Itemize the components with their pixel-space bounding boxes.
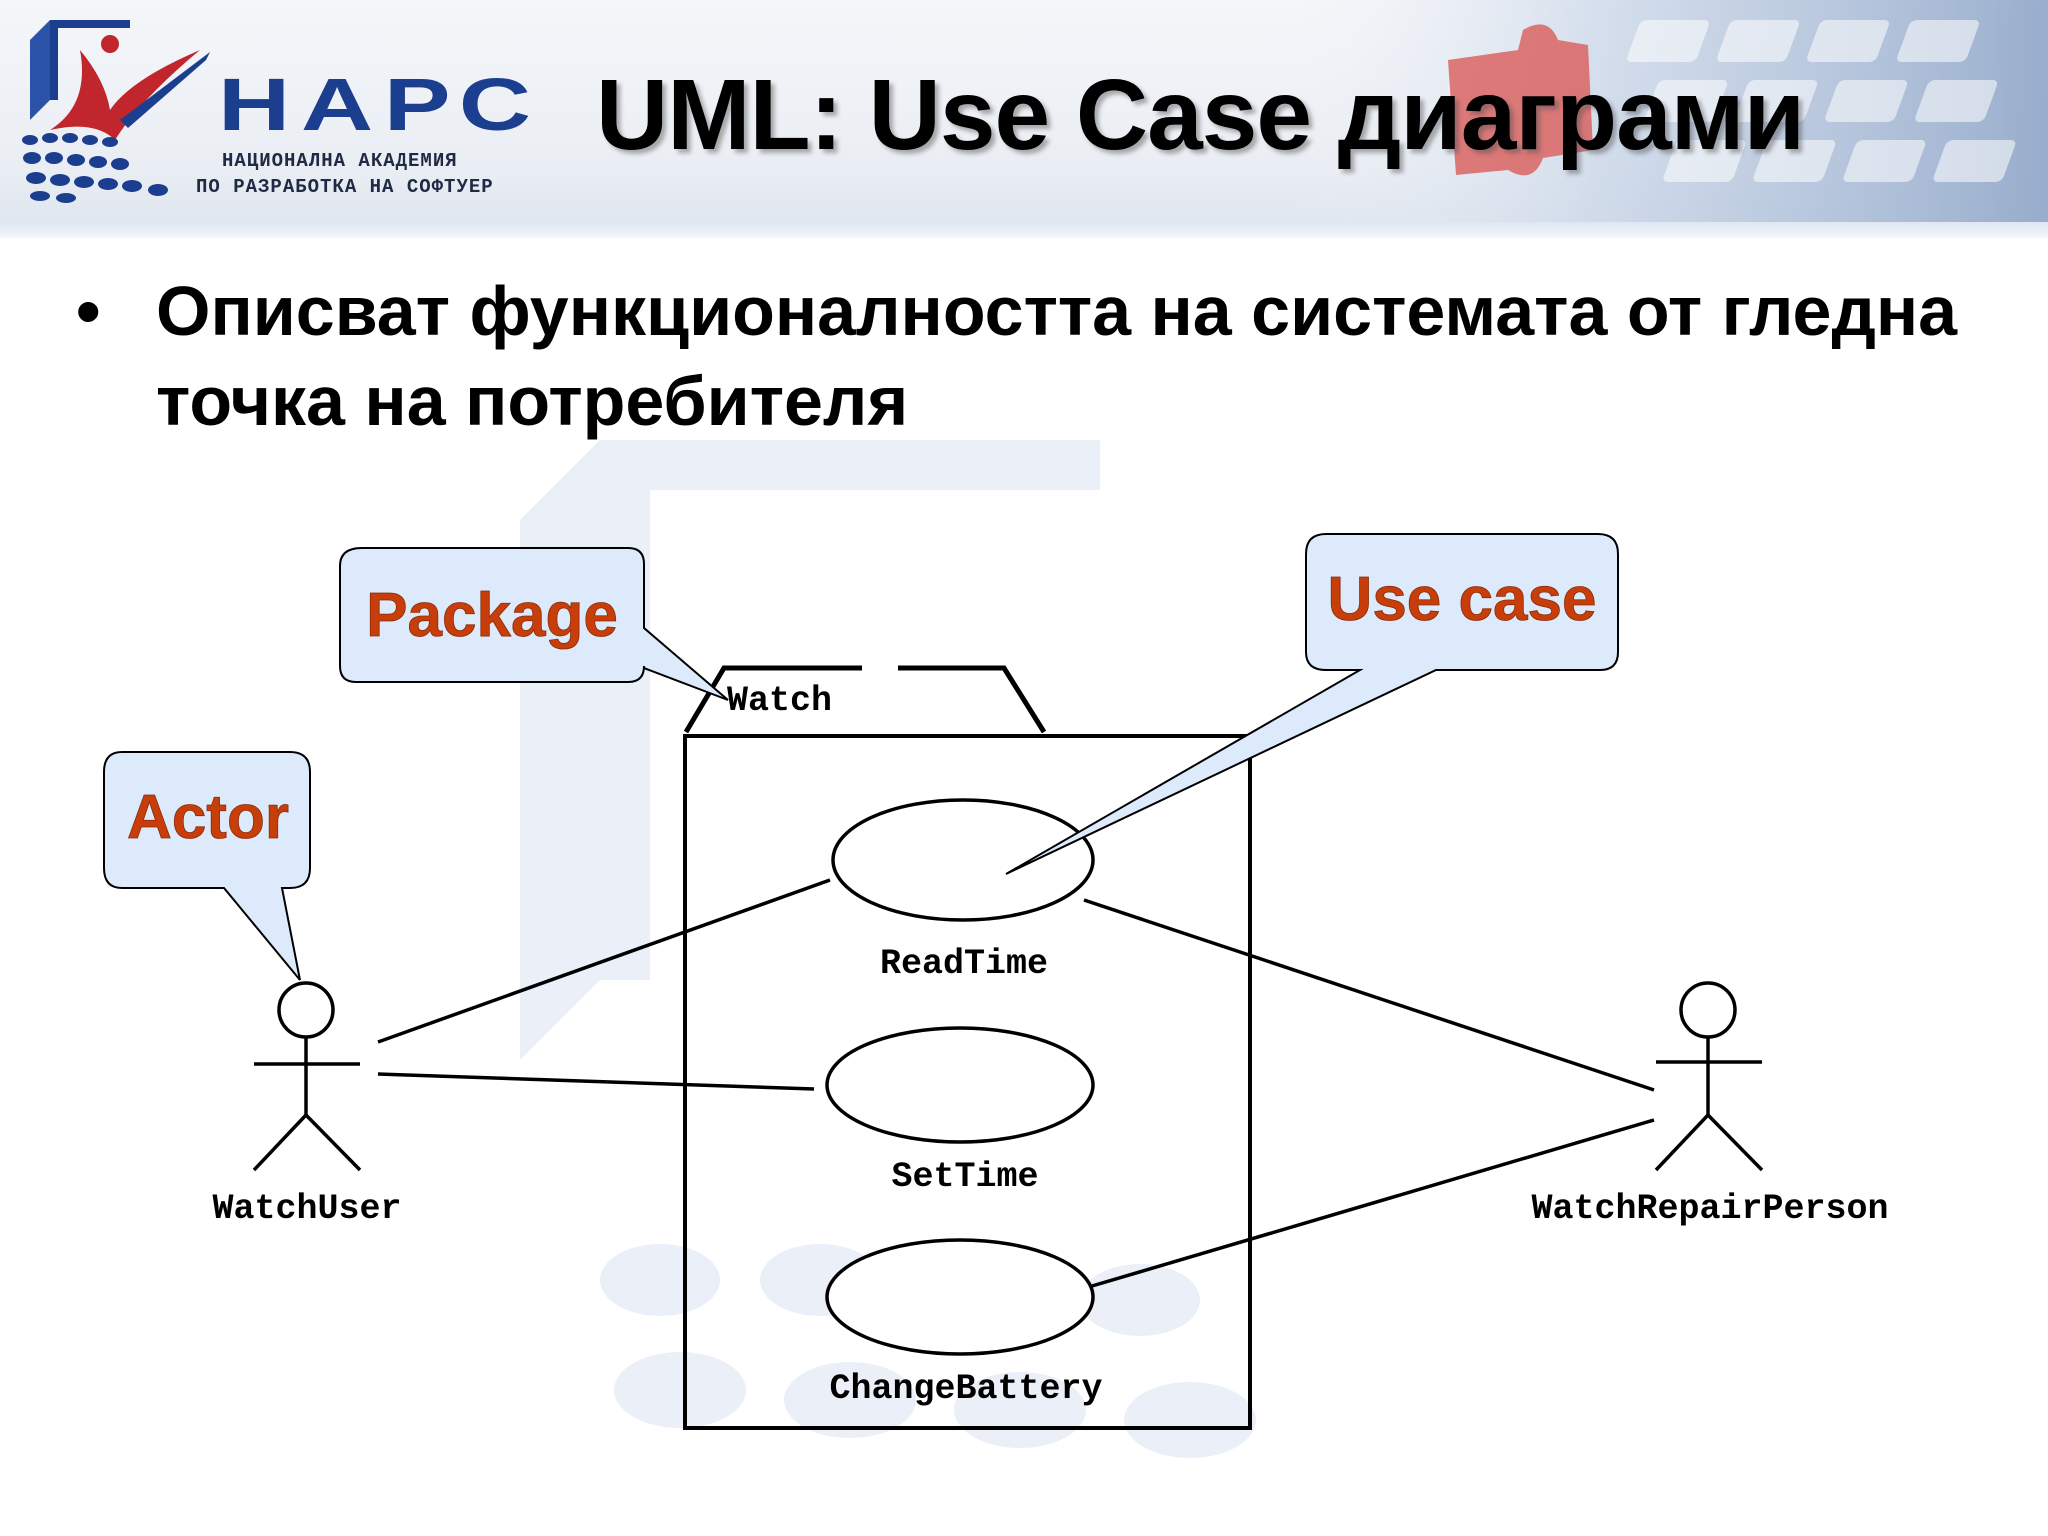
actor-head-icon <box>1679 981 1737 1039</box>
callout-actor: Actor <box>103 751 311 981</box>
actor-right-leg <box>1706 1113 1764 1172</box>
use-case-label: ReadTime <box>880 944 1048 984</box>
academy-logo: НАРС НАЦИОНАЛНА АКАДЕМИЯ ПО РАЗРАБОТКА Н… <box>10 10 550 210</box>
logo-subtitle-line2: ПО РАЗРАБОТКА НА СОФТУЕР <box>196 176 494 198</box>
actor-head-icon <box>277 981 335 1039</box>
actor-watch-repair-person <box>1654 981 1764 1172</box>
callout-use-case: Use case <box>1005 533 1619 875</box>
keyboard-decoration-icon <box>1288 0 2048 222</box>
callout-label: Use case <box>1328 565 1597 634</box>
association-line <box>377 1072 815 1091</box>
package-body <box>683 734 1252 1430</box>
use-case-ellipse <box>831 798 1095 922</box>
slide-title: UML: Use Case диаграми <box>596 59 1805 171</box>
use-case-ellipse <box>825 1026 1095 1144</box>
callout-bubble <box>1005 533 1619 875</box>
bullet-dot-icon: • <box>76 272 101 350</box>
actor-label: WatchRepairPerson <box>1531 1189 1888 1229</box>
callout-label: Package <box>366 581 618 650</box>
callout-package: Package <box>339 547 729 701</box>
use-case-label: SetTime <box>891 1157 1038 1197</box>
callout-bubble <box>103 751 311 981</box>
association-line <box>1083 898 1655 1092</box>
bullet-item: • Описват функционалността на системата … <box>76 266 2006 446</box>
logo-name: НАРС <box>218 63 542 146</box>
logo-emblem-icon <box>22 20 210 203</box>
callout-label: Actor <box>127 783 289 852</box>
bullet-list: • Описват функционалността на системата … <box>76 266 2006 446</box>
actor-label: WatchUser <box>212 1189 401 1229</box>
logo-subtitle-line1: НАЦИОНАЛНА АКАДЕМИЯ <box>222 150 458 172</box>
association-lines <box>377 878 1655 1288</box>
header-divider <box>0 222 2048 238</box>
actor-left-leg <box>1654 1113 1710 1172</box>
association-line <box>1091 1118 1655 1288</box>
association-line <box>377 878 831 1044</box>
actor-left-leg <box>252 1113 308 1172</box>
slide-header: НАРС НАЦИОНАЛНА АКАДЕМИЯ ПО РАЗРАБОТКА Н… <box>0 0 2048 238</box>
package-watch: Watch <box>683 664 1252 1430</box>
actor-watch-user <box>252 981 362 1172</box>
use-case-ellipse <box>825 1238 1095 1356</box>
use-case-read-time: ReadTime <box>831 798 1095 984</box>
actor-right-leg <box>304 1113 362 1172</box>
package-name: Watch <box>727 681 832 721</box>
use-case-change-battery: ChangeBattery <box>825 1238 1103 1409</box>
use-case-label: ChangeBattery <box>829 1369 1102 1409</box>
use-case-set-time: SetTime <box>825 1026 1095 1197</box>
callout-bubble <box>339 547 729 701</box>
bullet-text: Описват функционалността на системата от… <box>156 272 1958 440</box>
